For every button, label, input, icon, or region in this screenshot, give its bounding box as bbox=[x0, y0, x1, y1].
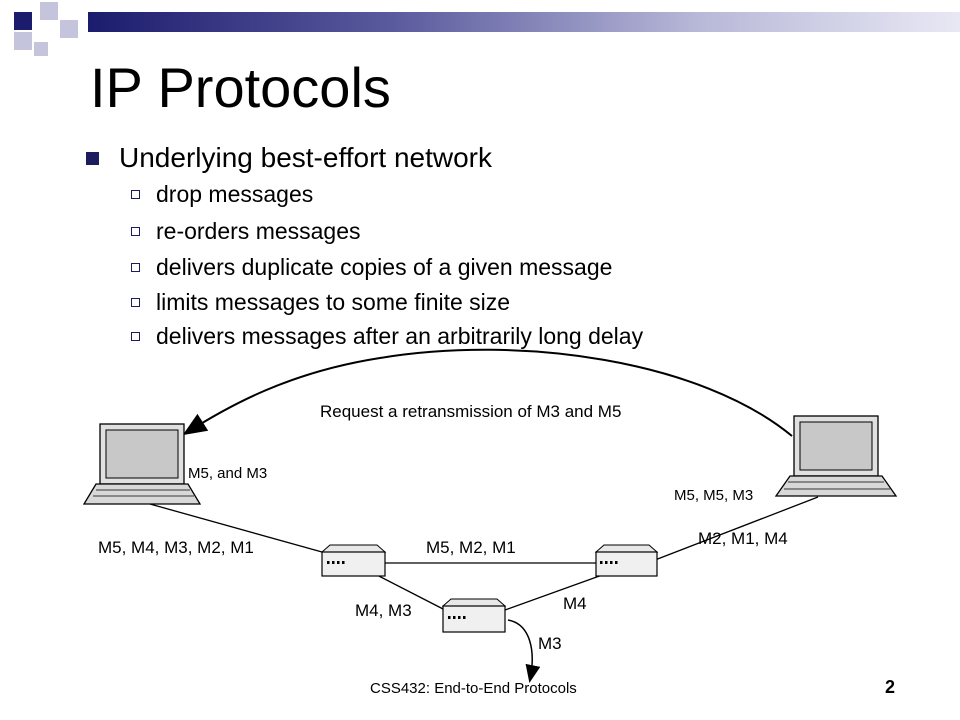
subbullet: drop messages bbox=[131, 177, 313, 211]
dropped-message-label: M3 bbox=[538, 634, 562, 653]
corner-square-light bbox=[40, 2, 58, 20]
hollow-square-bullet-icon bbox=[131, 262, 140, 272]
subbullet-text: delivers duplicate copies of a given mes… bbox=[156, 253, 613, 280]
link-router2-router3 bbox=[504, 573, 606, 611]
subbullet-text: re-orders messages bbox=[156, 217, 361, 244]
drop-arrow bbox=[507, 619, 541, 683]
link-sender-router1 bbox=[149, 503, 323, 553]
slide-title: IP Protocols bbox=[90, 56, 391, 119]
hollow-square-bullet-icon bbox=[131, 189, 140, 199]
subbullet: delivers messages after an arbitrarily l… bbox=[131, 319, 643, 353]
subbullet-text: delivers messages after an arbitrarily l… bbox=[156, 322, 644, 349]
subbullet-text: limits messages to some finite size bbox=[156, 288, 511, 315]
subbullet-text: drop messages bbox=[156, 180, 314, 207]
corner-square-dark bbox=[14, 12, 32, 30]
link-label-router1-router2: M4, M3 bbox=[355, 601, 412, 620]
bullet-main-text: Underlying best-effort network bbox=[119, 142, 492, 173]
corner-square-light bbox=[60, 20, 78, 38]
subbullet: limits messages to some finite size bbox=[131, 285, 510, 319]
square-bullet-icon bbox=[86, 151, 99, 165]
router-icon bbox=[594, 544, 659, 577]
subbullet: delivers duplicate copies of a given mes… bbox=[131, 250, 612, 284]
sender-laptop-icon bbox=[82, 423, 202, 505]
corner-square-light bbox=[14, 32, 32, 50]
title-bar-gradient bbox=[88, 12, 960, 32]
subbullet: re-orders messages bbox=[131, 214, 361, 248]
router-icon bbox=[320, 544, 387, 577]
link-label-router3-receiver: M2, M1, M4 bbox=[698, 529, 788, 548]
retransmission-request-label: Request a retransmission of M3 and M5 bbox=[320, 402, 622, 421]
link-label-router2-router3: M4 bbox=[563, 594, 587, 613]
router-icon bbox=[441, 598, 507, 633]
retransmission-arrow bbox=[182, 348, 793, 437]
corner-square-light bbox=[34, 42, 48, 56]
page-number: 2 bbox=[885, 677, 896, 697]
link-label-router1-router3: M5, M2, M1 bbox=[426, 538, 516, 557]
hollow-square-bullet-icon bbox=[131, 226, 140, 236]
sender-received-label: M5, and M3 bbox=[188, 465, 268, 482]
link-label-sender-router1: M5, M4, M3, M2, M1 bbox=[98, 538, 254, 557]
footer-course-title: CSS432: End-to-End Protocols bbox=[370, 680, 577, 697]
hollow-square-bullet-icon bbox=[131, 297, 140, 307]
bullet-main: Underlying best-effort network bbox=[86, 138, 492, 178]
receiver-received-label: M5, M5, M3 bbox=[674, 487, 754, 504]
link-router3-receiver bbox=[654, 496, 819, 561]
hollow-square-bullet-icon bbox=[131, 331, 140, 341]
link-router1-router2 bbox=[374, 573, 446, 611]
receiver-laptop-icon bbox=[774, 415, 898, 497]
